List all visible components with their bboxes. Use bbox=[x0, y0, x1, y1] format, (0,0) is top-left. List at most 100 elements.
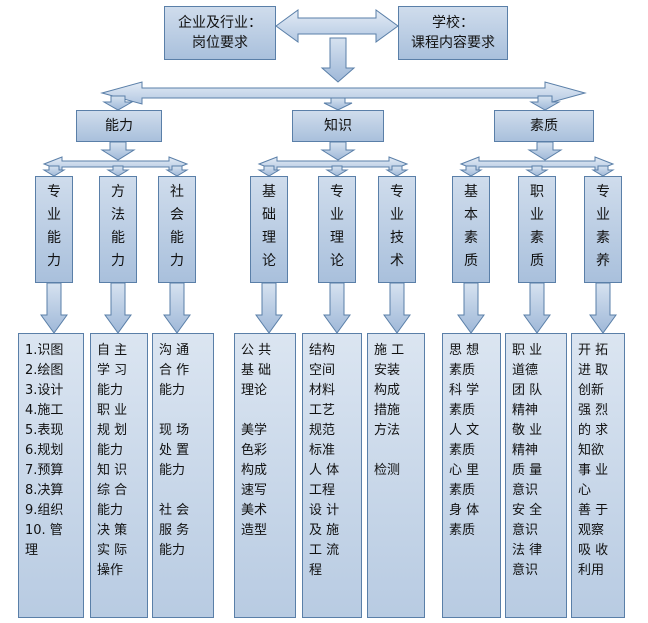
leaf-item: 知 识 bbox=[97, 463, 128, 478]
column-label-text-5: 专业技术 bbox=[390, 184, 404, 269]
category-quality: 素质 bbox=[494, 110, 594, 142]
leaf-item: 决 策 bbox=[97, 523, 128, 538]
leaf-item: 工艺 bbox=[309, 403, 336, 418]
arrow-to-leaf-7 bbox=[523, 282, 551, 334]
leaf-item: 素质 bbox=[449, 363, 476, 378]
leaf-item: 知欲 bbox=[578, 443, 605, 458]
leaf-gap bbox=[374, 441, 418, 461]
leaf-box-3: 公 共基 础理论美学色彩构成速写美术造型 bbox=[234, 333, 296, 618]
leaf-item: 检测 bbox=[374, 463, 401, 478]
leaf-item: 开 拓 bbox=[578, 343, 609, 358]
arrow-into-col-4 bbox=[325, 165, 349, 177]
leaf-item: 人 文 bbox=[449, 423, 480, 438]
arrow-category-0-down bbox=[100, 141, 136, 161]
leaf-item: 素质 bbox=[449, 403, 476, 418]
leaf-item: 9.组织 bbox=[25, 503, 64, 518]
leaf-item: 工 流 bbox=[309, 543, 340, 558]
leaf-item: 规 划 bbox=[97, 423, 128, 438]
leaf-item: 结构 bbox=[309, 343, 336, 358]
leaf-item: 质 量 bbox=[512, 463, 543, 478]
column-label-text-8: 专业素养 bbox=[596, 184, 610, 269]
leaf-item: 处 置 bbox=[159, 443, 190, 458]
leaf-item: 心 bbox=[578, 483, 592, 498]
leaf-item: 基 础 bbox=[241, 363, 272, 378]
arrow-into-col-8 bbox=[591, 165, 615, 177]
leaf-item: 能力 bbox=[97, 503, 124, 518]
leaf-item: 身 体 bbox=[449, 503, 480, 518]
leaf-item: 能力 bbox=[159, 543, 186, 558]
leaf-box-4: 结构空间材料工艺规范标准人 体工程设 计及 施工 流程 bbox=[302, 333, 362, 618]
arrow-to-leaf-5 bbox=[383, 282, 411, 334]
leaf-gap bbox=[241, 401, 289, 421]
main-down-arrow bbox=[320, 37, 356, 83]
arrow-into-col-5 bbox=[385, 165, 409, 177]
arrow-to-ability bbox=[102, 95, 134, 111]
column-label-text-3: 基础理论 bbox=[262, 184, 276, 269]
leaf-item: 工程 bbox=[309, 483, 336, 498]
category-knowledge-label: 知识 bbox=[324, 118, 352, 134]
column-label-3: 基础理论 bbox=[250, 176, 288, 283]
leaf-box-8: 开 拓进 取创新强 烈的 求知欲事 业心善 于观察吸 收利用 bbox=[571, 333, 625, 618]
leaf-gap bbox=[159, 481, 207, 501]
arrow-into-col-7 bbox=[525, 165, 549, 177]
leaf-item: 自 主 bbox=[97, 343, 128, 358]
leaf-item: 现 场 bbox=[159, 423, 190, 438]
column-label-text-0: 专业能力 bbox=[47, 184, 61, 269]
arrow-category-1-down bbox=[320, 141, 356, 161]
leaf-item: 人 体 bbox=[309, 463, 340, 478]
leaf-item: 构成 bbox=[241, 463, 268, 478]
leaf-item: 空间 bbox=[309, 363, 336, 378]
arrow-to-leaf-2 bbox=[163, 282, 191, 334]
leaf-item: 吸 收 bbox=[578, 543, 609, 558]
leaf-item: 素质 bbox=[449, 523, 476, 538]
leaf-item: 进 取 bbox=[578, 363, 609, 378]
leaf-item: 色彩 bbox=[241, 443, 268, 458]
leaf-item: 4.施工 bbox=[25, 403, 64, 418]
leaf-item: 能力 bbox=[97, 443, 124, 458]
leaf-item: 安装 bbox=[374, 363, 401, 378]
leaf-item: 7.预算 bbox=[25, 463, 64, 478]
leaf-item: 安 全 bbox=[512, 503, 543, 518]
column-label-6: 基本素质 bbox=[452, 176, 490, 283]
leaf-item: 素质 bbox=[449, 483, 476, 498]
arrow-to-knowledge bbox=[323, 97, 353, 111]
leaf-item: 敬 业 bbox=[512, 423, 543, 438]
leaf-item: 美学 bbox=[241, 423, 268, 438]
leaf-item: 1.识图 bbox=[25, 343, 64, 358]
top-box-industry-line-2: 岗位要求 bbox=[192, 35, 248, 51]
leaf-item: 职 业 bbox=[97, 403, 128, 418]
category-ability: 能力 bbox=[76, 110, 162, 142]
leaf-item: 服 务 bbox=[159, 523, 190, 538]
column-label-2: 社会能力 bbox=[158, 176, 196, 283]
leaf-item: 程 bbox=[309, 563, 323, 578]
leaf-item: 意识 bbox=[512, 563, 539, 578]
leaf-item: 综 合 bbox=[97, 483, 128, 498]
column-label-4: 专业理论 bbox=[318, 176, 356, 283]
leaf-item: 措施 bbox=[374, 403, 401, 418]
leaf-item: 事 业 bbox=[578, 463, 609, 478]
leaf-item: 沟 通 bbox=[159, 343, 190, 358]
leaf-item: 操作 bbox=[97, 563, 124, 578]
leaf-item: 设 计 bbox=[309, 503, 340, 518]
leaf-item: 速写 bbox=[241, 483, 268, 498]
leaf-item: 材料 bbox=[309, 383, 336, 398]
category-quality-label: 素质 bbox=[530, 118, 558, 134]
wide-double-arrow bbox=[100, 81, 587, 105]
sub-double-arrow-0 bbox=[42, 156, 189, 172]
leaf-item: 法 律 bbox=[512, 543, 543, 558]
column-label-text-7: 职业素质 bbox=[530, 184, 544, 269]
column-label-text-4: 专业理论 bbox=[330, 184, 344, 269]
leaf-item: 标准 bbox=[309, 443, 336, 458]
arrow-to-leaf-3 bbox=[255, 282, 283, 334]
column-label-7: 职业素质 bbox=[518, 176, 556, 283]
arrow-into-col-1 bbox=[106, 165, 130, 177]
leaf-item: 公 共 bbox=[241, 343, 272, 358]
top-box-industry-line-1: 企业及行业： bbox=[178, 15, 262, 31]
leaf-item: 意识 bbox=[512, 483, 539, 498]
leaf-item: 美术 bbox=[241, 503, 268, 518]
leaf-item: 强 烈 bbox=[578, 403, 609, 418]
leaf-box-7: 职 业道德团 队精神敬 业精神质 量意识安 全意识法 律意识 bbox=[505, 333, 567, 618]
leaf-item: 团 队 bbox=[512, 383, 543, 398]
